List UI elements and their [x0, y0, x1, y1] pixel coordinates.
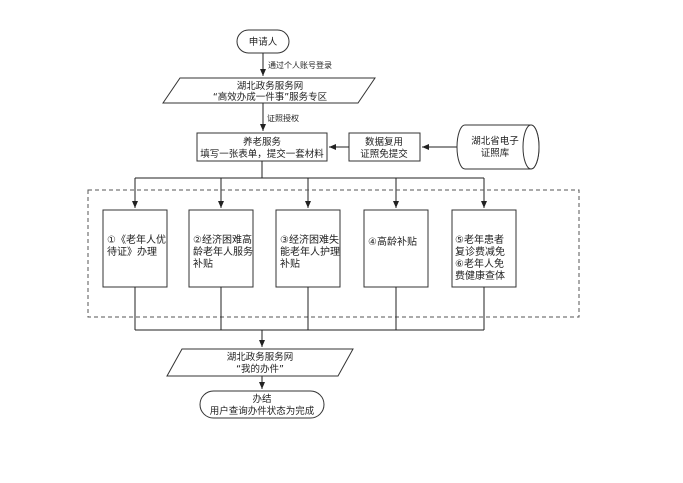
- database-node: 湖北省电子 证照库: [456, 124, 540, 170]
- my-affairs-line1: 湖北政务服务网: [227, 351, 294, 363]
- edge-login-label: 通过个人账号登录: [268, 60, 332, 70]
- service-1-line2: 待证》办理: [107, 245, 157, 258]
- database-line1: 湖北省电子: [471, 135, 519, 147]
- reuse-line2: 证照免提交: [360, 148, 408, 160]
- service-3-line3: 补贴: [280, 257, 300, 270]
- my-affairs-node: 湖北政务服务网 “我的办件”: [166, 348, 354, 377]
- pension-node: 养老服务 填写一张表单，提交一套材料: [196, 132, 328, 162]
- service-box-5: ⑤老年患者 复诊费减免 ⑥老年人免 费健康查体: [451, 209, 517, 288]
- service-5-line3: ⑥老年人免: [455, 257, 504, 270]
- database-line2: 证照库: [481, 147, 510, 159]
- service-5-line2: 复诊费减免: [455, 245, 505, 258]
- pension-line2: 填写一张表单，提交一套材料: [200, 148, 324, 160]
- services-group-frame: [87, 189, 580, 318]
- service-2-line3: 补贴: [193, 257, 213, 270]
- service-1-line1: ①《老年人优: [107, 233, 166, 246]
- reuse-node: 数据复用 证照免提交: [348, 132, 421, 162]
- service-5-line1: ⑤老年患者: [455, 233, 504, 246]
- service-4-line1: ④高龄补贴: [368, 235, 417, 248]
- service-box-4: ④高龄补贴: [363, 209, 429, 288]
- edge-authorize-label: 证照授权: [267, 113, 299, 123]
- service-2-line1: ②经济困难高: [193, 233, 252, 246]
- service-box-1: ①《老年人优 待证》办理: [102, 209, 168, 288]
- service-box-2: ②经济困难高 龄老年人服务 补贴: [188, 209, 254, 288]
- portal-line2: “高效办成一件事”服务专区: [213, 91, 328, 103]
- service-box-3: ③经济困难失 能老年人护理 补贴: [275, 209, 341, 288]
- applicant-node: 申请人: [236, 29, 290, 54]
- applicant-label: 申请人: [249, 36, 278, 48]
- complete-node: 办结 用户查询办件状态为完成: [199, 390, 325, 419]
- service-3-line1: ③经济困难失: [280, 233, 339, 246]
- pension-line1: 养老服务: [243, 136, 282, 148]
- portal-line1: 湖北政务服务网: [237, 80, 304, 92]
- fanout-connector: [132, 161, 487, 208]
- reuse-line1: 数据复用: [365, 136, 403, 148]
- complete-line2: 用户查询办件状态为完成: [210, 405, 315, 417]
- complete-line1: 办结: [252, 393, 271, 405]
- service-5-line4: 费健康查体: [455, 269, 505, 282]
- portal-node: 湖北政务服务网 “高效办成一件事”服务专区: [162, 77, 376, 104]
- service-2-line2: 龄老年人服务: [193, 245, 253, 258]
- service-3-line2: 能老年人护理: [280, 245, 340, 258]
- fanin-connector: [134, 287, 485, 347]
- my-affairs-line2: “我的办件”: [236, 363, 284, 375]
